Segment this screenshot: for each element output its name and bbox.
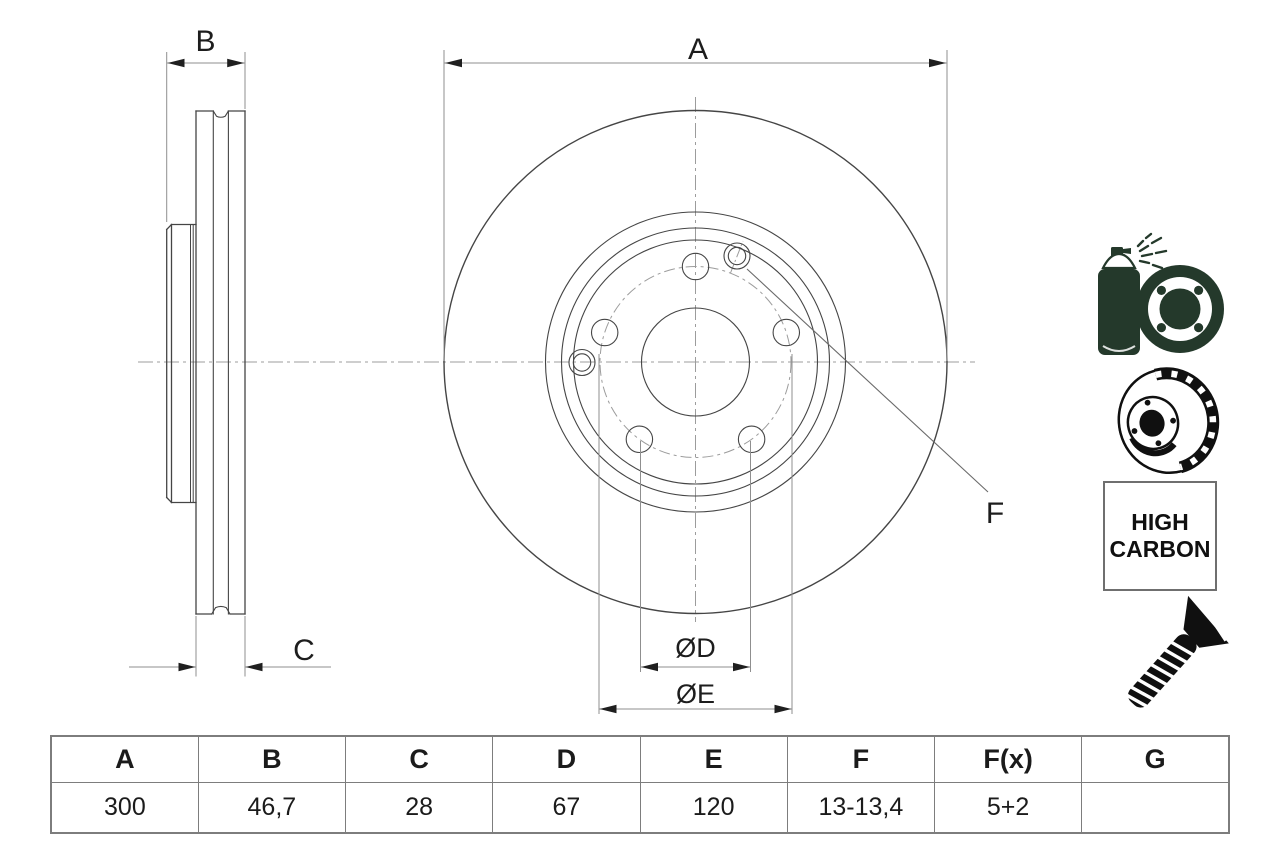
label-screw-f: F — [986, 497, 1004, 530]
value-b: 46,7 — [197, 782, 347, 834]
header-fx: F(x) — [933, 735, 1083, 783]
dimension-spec-table: A B C D E F F(x) G 300 46,7 28 67 120 13… — [50, 735, 1230, 834]
disc-outer-edge — [443, 109, 948, 615]
dimension-arrowheads — [167, 58, 946, 714]
label-pitch-e: ØE — [676, 679, 715, 709]
value-d: 67 — [492, 782, 641, 834]
dimension-labels: A B C ØD ØE F — [195, 25, 1004, 709]
header-b: B — [197, 735, 347, 783]
spec-value-row: 300 46,7 28 67 120 13-13,4 5+2 — [50, 782, 1230, 834]
value-e: 120 — [639, 782, 788, 834]
header-c: C — [344, 735, 494, 783]
center-bore — [640, 307, 751, 417]
spec-table-wrap: A B C D E F F(x) G 300 46,7 28 67 120 13… — [50, 735, 1230, 834]
spray-can-coated-disc-icon — [1098, 232, 1224, 355]
dimension-lines — [129, 62, 989, 710]
header-g: G — [1081, 735, 1230, 783]
label-bore-d: ØD — [675, 633, 716, 663]
bolt-circle-centerline — [599, 266, 792, 458]
technical-drawing: A B C ØD ØE F — [129, 25, 1229, 714]
hat-outer-circle — [544, 211, 847, 513]
label-thickness-c: C — [293, 634, 315, 667]
side-view-section — [165, 110, 246, 615]
value-a: 300 — [50, 782, 199, 834]
header-e: E — [639, 735, 788, 783]
value-fx: 5+2 — [933, 782, 1083, 834]
value-g — [1081, 782, 1230, 834]
vented-brake-disc-icon — [1117, 367, 1220, 475]
header-a: A — [50, 735, 199, 783]
high-carbon-badge: HIGH CARBON — [1103, 481, 1217, 591]
value-f: 13-13,4 — [786, 782, 936, 834]
retaining-screw-holes — [568, 242, 751, 377]
high-carbon-line1: HIGH — [1131, 509, 1189, 535]
extension-lines — [166, 50, 948, 714]
spray-mist — [1136, 232, 1168, 270]
front-view — [443, 109, 948, 615]
screw-hole-tick — [730, 240, 744, 274]
spec-header-row: A B C D E F F(x) G — [50, 735, 1230, 783]
centerlines — [138, 97, 975, 622]
leader-line-f — [746, 268, 989, 493]
bolt-holes — [590, 252, 801, 454]
header-f: F — [786, 735, 936, 783]
high-carbon-line2: CARBON — [1109, 536, 1211, 562]
label-diameter-a: A — [688, 33, 708, 66]
countersunk-screw-icon — [1124, 595, 1229, 708]
hat-step-circle — [560, 227, 831, 497]
header-d: D — [492, 735, 641, 783]
value-c: 28 — [344, 782, 494, 834]
label-width-b: B — [195, 25, 215, 58]
